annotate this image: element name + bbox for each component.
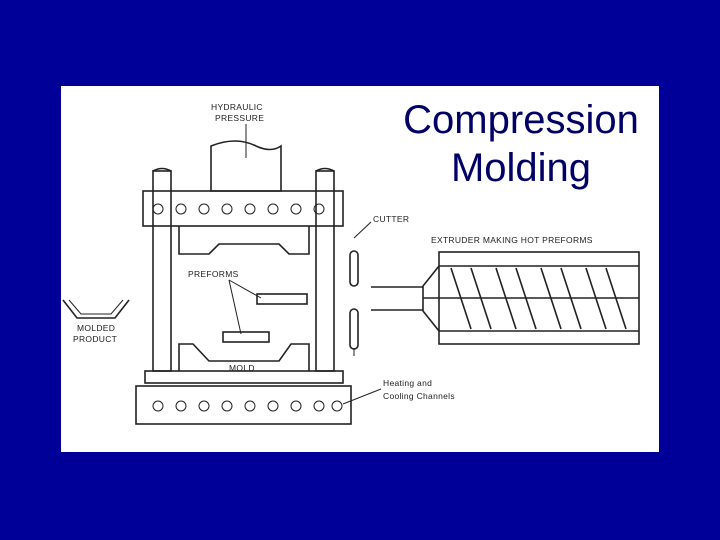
molded-product: MOLDED PRODUCT	[62, 299, 130, 344]
heating-label: Heating and Cooling Channels	[342, 378, 455, 405]
hydraulic-label-line1: HYDRAULIC	[211, 102, 263, 112]
heating-label-line2: Cooling Channels	[383, 391, 455, 401]
cutter-label: CUTTER	[373, 214, 409, 224]
hydraulic-label: HYDRAULIC PRESSURE	[211, 102, 264, 158]
compression-molding-diagram: HYDRAULIC PRESSURE	[62, 102, 640, 425]
diagram-panel: Compression Molding HYDRAULIC PRESSURE	[61, 86, 659, 452]
hydraulic-label-line2: PRESSURE	[215, 113, 264, 123]
upper-channels	[152, 203, 325, 215]
preforms-label: PREFORMS	[188, 269, 239, 279]
heating-label-line1: Heating and	[383, 378, 432, 388]
title-line-2: Molding	[450, 146, 592, 190]
lower-mold	[144, 343, 344, 384]
slide-title: Compression Molding	[391, 96, 651, 192]
hydraulic-ram	[210, 140, 282, 192]
preforms	[222, 279, 308, 343]
molded-label-line1: MOLDED	[77, 323, 115, 333]
cutter: CUTTER	[349, 214, 409, 356]
extruder-label: EXTRUDER MAKING HOT PREFORMS	[431, 235, 593, 245]
title-line-1: Compression	[403, 98, 639, 142]
lower-platen	[135, 385, 352, 425]
mold-label: MOLD	[229, 363, 255, 373]
upper-platen	[142, 190, 344, 227]
extruder: EXTRUDER MAKING HOT PREFORMS	[371, 235, 640, 345]
press-columns	[152, 167, 335, 372]
molded-label-line2: PRODUCT	[73, 334, 117, 344]
lower-channels	[152, 400, 343, 412]
upper-mold	[178, 226, 310, 255]
extruder-screw	[423, 267, 639, 330]
